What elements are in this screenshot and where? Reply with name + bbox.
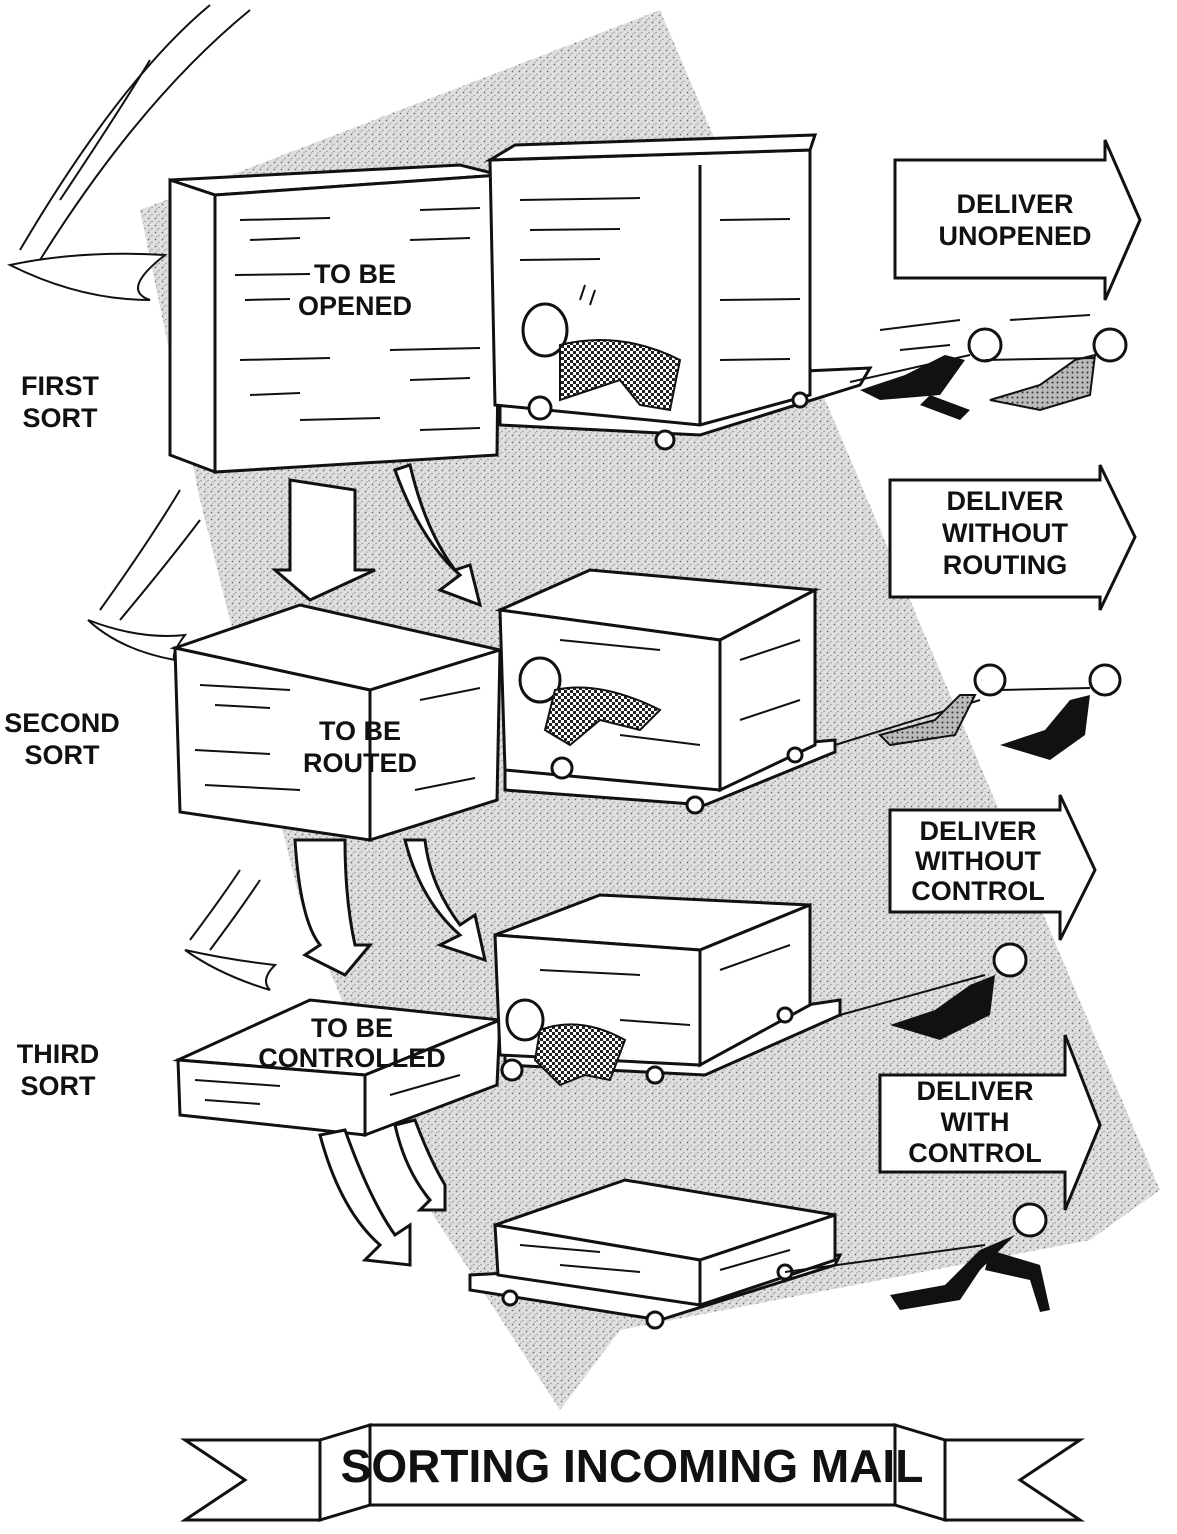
paper-flap-3 (185, 950, 275, 990)
banner-title: SORTING INCOMING MAIL (341, 1440, 924, 1492)
arrow-deliver-without-routing-line2: WITHOUT (942, 518, 1068, 548)
arrow-deliver-without-routing-line3: ROUTING (943, 550, 1068, 580)
pile-to-be-routed-line1: TO BE (319, 716, 401, 746)
arrow-deliver-with-control-line1: DELIVER (916, 1076, 1033, 1106)
pile-to-be-opened-line1: TO BE (314, 259, 396, 289)
arrow-deliver-without-control-line2: WITHOUT (915, 846, 1041, 876)
arrow-deliver-without-control-line3: CONTROL (911, 876, 1044, 906)
arrow-deliver-unopened-line1: DELIVER (956, 189, 1073, 219)
arrow-deliver-unopened-line2: UNOPENED (938, 221, 1091, 251)
third-sort-line1: THIRD (17, 1039, 100, 1069)
pile-to-be-controlled-line2: CONTROLLED (258, 1043, 445, 1073)
arrow-deliver-with-control-line2: WITH (941, 1107, 1010, 1137)
paper-flap-1 (10, 254, 165, 300)
arrow-deliver-with-control-line3: CONTROL (908, 1138, 1041, 1168)
paper-flap-2 (88, 620, 185, 660)
pile-to-be-opened-line2: OPENED (298, 291, 412, 321)
first-sort-line2: SORT (22, 403, 98, 433)
first-sort-line1: FIRST (21, 371, 100, 401)
arrow-deliver-unopened (895, 140, 1140, 300)
second-sort-line2: SORT (24, 740, 100, 770)
third-sort-line2: SORT (20, 1071, 96, 1101)
arrow-deliver-without-control-line1: DELIVER (919, 816, 1036, 846)
pile-to-be-routed-line2: ROUTED (303, 748, 417, 778)
runners-group-1 (850, 315, 1126, 420)
second-sort-line1: SECOND (4, 708, 120, 738)
arrow-deliver-without-routing-line1: DELIVER (946, 486, 1063, 516)
pile-to-be-controlled-line1: TO BE (311, 1013, 393, 1043)
